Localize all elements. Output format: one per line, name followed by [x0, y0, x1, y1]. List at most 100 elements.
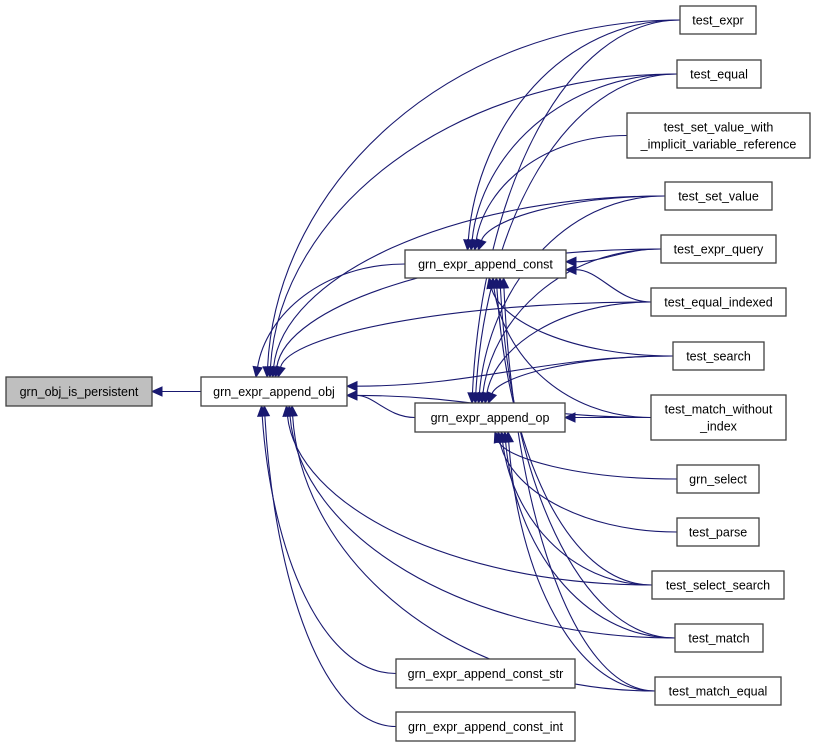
edge-line [261, 415, 397, 675]
node-label: grn_expr_append_op [431, 411, 550, 425]
arrowhead-icon [345, 380, 358, 392]
node-test-parse[interactable]: test_parse [676, 517, 760, 547]
edge-line [264, 415, 397, 728]
node-label: test_match_equal [669, 685, 768, 699]
edge-line [289, 415, 676, 639]
arrowhead-icon [150, 386, 163, 397]
edge-line [499, 287, 676, 639]
node-label: grn_expr_append_const_str [408, 667, 564, 681]
node-box [395, 711, 576, 742]
edge-line [356, 355, 674, 387]
edge-append_const_str-to-append_obj [256, 404, 397, 675]
edge-line [493, 287, 652, 419]
arrowhead-icon [275, 365, 286, 379]
arrowhead-icon [487, 391, 498, 405]
edge-line [292, 415, 656, 692]
node-layer: grn_obj_is_persistent grn_expr_append_obj… [5, 5, 811, 742]
node-test-match-without[interactable]: test_match_without_index [650, 394, 787, 441]
arrowhead-icon [252, 365, 263, 379]
node-box [200, 376, 348, 407]
node-label: test_search [686, 350, 751, 364]
node-label: test_match_without [665, 403, 773, 417]
arrowhead-icon [564, 256, 577, 268]
edge-test_set_value-to-append_const [476, 195, 666, 252]
edge-test_equal-to-append_const [466, 73, 678, 252]
arrowhead-icon [287, 404, 298, 417]
node-box [395, 658, 576, 689]
node-label: test_expr [692, 14, 743, 28]
arrowhead-icon [503, 430, 514, 443]
edge-test_search-to-append_op [487, 355, 674, 405]
node-test-expr-query[interactable]: test_expr_query [660, 234, 777, 264]
edge-line [257, 263, 406, 368]
node-box [679, 5, 757, 35]
edge-test_match_equal-to-append_obj [287, 404, 656, 692]
edge-line [356, 394, 416, 419]
node-box [676, 59, 762, 89]
node-label: test_select_search [666, 579, 770, 593]
node-label: test_set_value_with [664, 121, 774, 135]
node-test-expr[interactable]: test_expr [679, 5, 757, 35]
node-label: grn_expr_append_obj [213, 385, 335, 399]
edge-append_const-to-append_obj [252, 263, 406, 379]
edge-line [490, 287, 674, 357]
arrowhead-icon [259, 404, 271, 417]
edge-append_const_int-to-append_obj [259, 404, 397, 728]
edge-line [496, 287, 653, 586]
edge-line [491, 355, 674, 394]
edge-line [286, 415, 653, 586]
edge-line [475, 73, 678, 394]
node-label: grn_expr_append_const_int [408, 720, 564, 734]
edge-line [482, 248, 662, 394]
edge-line [486, 301, 652, 394]
edge-test_match-to-append_op [500, 430, 676, 639]
node-box [651, 570, 785, 600]
edge-line [471, 19, 681, 394]
edge-line [475, 134, 628, 241]
edge-line [505, 441, 676, 639]
node-box [626, 112, 811, 159]
edge-test_select_search-to-append_obj [282, 404, 653, 586]
node-label: test_match [688, 632, 749, 646]
edge-test_select_search-to-append_op [497, 430, 653, 586]
node-root: grn_obj_is_persistent [5, 376, 153, 407]
edge-layer [150, 19, 681, 728]
node-box [672, 341, 765, 371]
edge-test_equal_indexed-to-append_obj [275, 301, 652, 379]
edge-test_expr-to-append_obj [262, 19, 681, 379]
edge-line [471, 73, 678, 241]
node-append-obj[interactable]: grn_expr_append_obj [200, 376, 348, 407]
arrowhead-icon [498, 276, 510, 289]
node-test-equal-indexed[interactable]: test_equal_indexed [650, 287, 787, 317]
node-grn-select[interactable]: grn_select [676, 464, 760, 494]
node-box [676, 464, 760, 494]
edge-test_equal-to-append_obj [265, 73, 678, 379]
node-box [414, 402, 566, 433]
node-box [650, 394, 787, 441]
node-append-const-str[interactable]: grn_expr_append_const_str [395, 658, 576, 689]
edge-test_match_without-to-append_op [563, 412, 652, 423]
node-test-search[interactable]: test_search [672, 341, 765, 371]
node-box [674, 623, 764, 653]
node-test-set-value[interactable]: test_set_value [664, 181, 773, 211]
node-append-const[interactable]: grn_expr_append_const [404, 249, 567, 279]
node-test-select-search[interactable]: test_select_search [651, 570, 785, 600]
edge-test_match-to-append_obj [284, 404, 676, 639]
node-label: test_parse [689, 526, 747, 540]
node-label: grn_select [689, 473, 747, 487]
node-test-set-value-with[interactable]: test_set_value_with_implicit_variable_re… [626, 112, 811, 159]
edge-append_obj-to-root [150, 386, 202, 397]
edge-test_match_equal-to-append_op [503, 430, 656, 692]
edge-line [279, 301, 652, 368]
node-append-const-int[interactable]: grn_expr_append_const_int [395, 711, 576, 742]
node-box [404, 249, 567, 279]
node-test-match-equal[interactable]: test_match_equal [654, 676, 782, 706]
node-label: grn_obj_is_persistent [20, 385, 139, 399]
node-append-op[interactable]: grn_expr_append_op [414, 402, 566, 433]
arrowhead-icon [345, 390, 358, 401]
edge-line [269, 73, 678, 368]
node-test-match[interactable]: test_match [674, 623, 764, 653]
node-test-equal[interactable]: test_equal [676, 59, 762, 89]
edge-line [467, 19, 681, 241]
